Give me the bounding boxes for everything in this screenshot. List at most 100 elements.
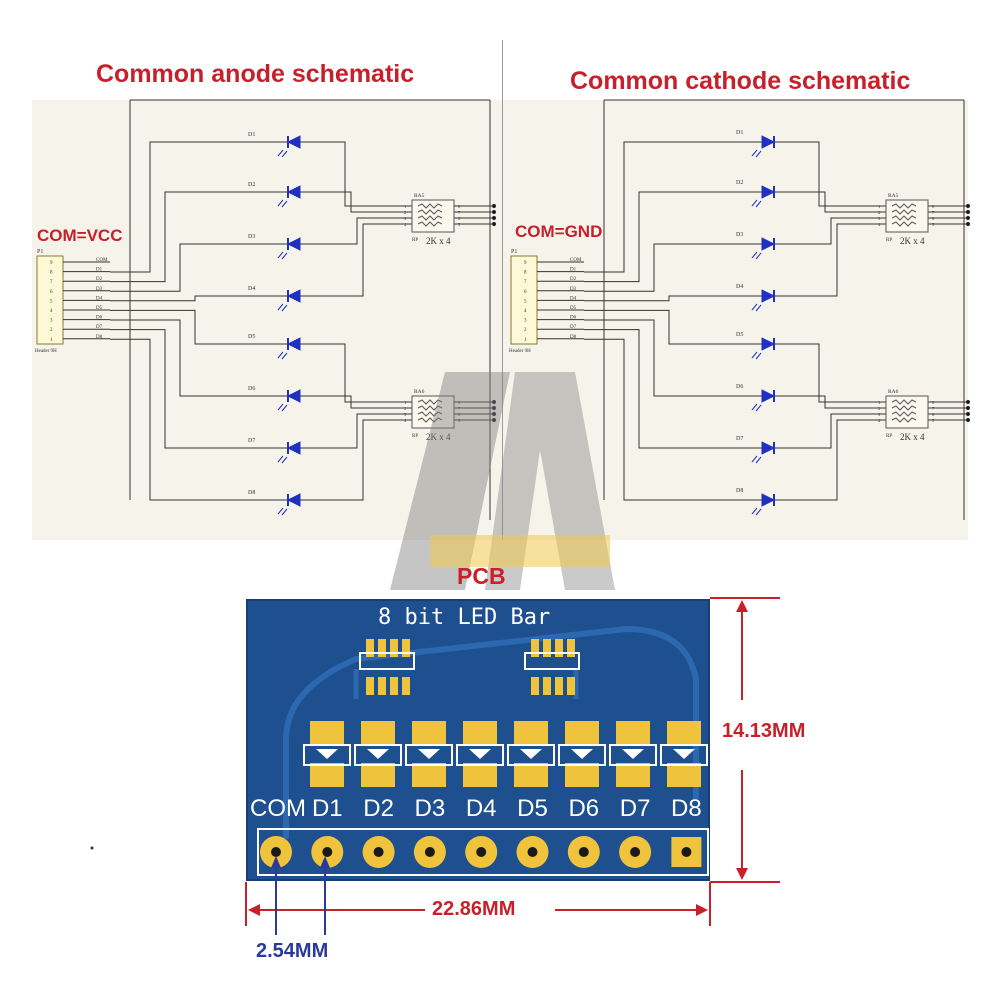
resistor-pin: 5 [458,418,461,423]
led-pad [310,721,344,745]
net-label: D8 [570,335,577,340]
led-arrow [277,149,284,157]
resistor-pin: 8 [458,204,461,209]
resistor-pad [390,639,398,657]
led-pad [565,763,599,787]
pcb-trace [353,669,579,699]
led-ref: D1 [736,130,743,136]
right-schematic-title: Common cathode schematic [570,67,911,95]
header-pin-number: 9 [50,261,53,266]
net-label: COM [96,258,108,263]
header-pin-number: 6 [524,290,527,295]
led-ref: D5 [736,332,743,338]
width-dimension-label: 22.86MM [432,898,516,920]
led-silkscreen [507,744,555,766]
led-diode [761,237,776,251]
header-caption: Header 9H [35,349,57,354]
led-ref: D7 [736,436,743,442]
resistor-prefix: RP [412,434,418,439]
resistor-pad [402,639,410,657]
resistor-pad [366,639,374,657]
header-silkscreen [257,828,709,876]
resistor-prefix: RP [886,238,892,243]
header-ref: P1 [37,249,43,255]
led-silkscreen [609,744,657,766]
led-arrow [751,455,758,463]
resistor-pin: 1 [404,400,406,405]
header-pin-number: 5 [50,299,53,304]
resistor-pin: 3 [878,216,881,221]
resistor-silkscreen [524,652,580,670]
net-label: D1 [96,268,103,273]
net-label: D4 [96,296,103,301]
header-hole [322,847,333,857]
resistor-pin: 3 [404,412,407,417]
led-ref: D8 [736,488,743,494]
led-arrow [751,351,758,359]
resistor-pin: 3 [878,412,881,417]
pin-label-d8: D8 [671,795,702,822]
led-ref: D6 [248,386,255,392]
resistor-pin: 2 [878,210,880,215]
resistor-pin: 1 [878,400,880,405]
led-arrow [751,149,758,157]
pin-label-d1: D1 [311,795,343,822]
led-silkscreen-arrow [367,749,389,759]
header-pin-number: 5 [524,299,527,304]
resistor-network [885,199,929,233]
led-ref: D4 [736,284,743,290]
header-pin-number: 7 [524,280,527,285]
led-silkscreen-arrow [571,749,593,759]
net-label: D2 [96,277,103,282]
led-arrow [751,251,758,259]
led-diode [761,289,776,303]
resistor-pin: 2 [404,406,406,411]
led-ref: D3 [736,232,743,238]
led-diode [286,389,301,403]
header-hole [271,847,281,857]
header-pin-number: 4 [50,309,53,314]
header-hole [630,847,641,857]
header-pin-number: 9 [524,261,527,266]
resistor-pin: 6 [932,412,935,417]
pcb-artwork [257,625,709,876]
led-pad [667,721,701,745]
pin-label-d2: D2 [363,795,394,822]
led-pad [412,763,446,787]
led-ref: D2 [248,182,255,188]
header-pin-number: 2 [524,328,527,333]
resistor-pin: 7 [932,210,935,215]
header-hole [578,847,589,857]
resistor-pin: 7 [932,406,935,411]
net-label: D5 [570,306,577,311]
led-diode [761,185,776,199]
resistor-value: 2K x 4 [426,432,451,442]
led-silkscreen-arrow [418,749,440,759]
resistor-ref: RA5 [414,193,425,199]
led-arrow [277,303,284,311]
resistor-pin: 5 [458,222,461,227]
resistor-pad [531,639,539,657]
header-hole [681,847,692,857]
header-pin-number: 3 [524,319,527,324]
right-com-label: COM=GND [515,222,603,241]
resistor-pin: 4 [404,418,407,423]
led-pad [616,721,650,745]
resistor-prefix: RP [886,434,892,439]
header-pin-number: 8 [50,271,53,276]
left-com-label: COM=VCC [37,226,123,245]
resistor-pin: 6 [932,216,935,221]
left-schematic-title: Common anode schematic [96,60,415,88]
resistor-pad [555,677,563,695]
net-label: D3 [570,287,577,292]
resistor-network [885,395,929,429]
led-pad [361,721,395,745]
net-label: D5 [96,306,103,311]
led-ref: D6 [736,384,743,390]
header-pin-number: 8 [524,271,527,276]
resistor-ref: RA6 [414,389,425,395]
net-label: D2 [570,277,577,282]
resistor-silkscreen [359,652,415,670]
led-silkscreen-arrow [469,749,491,759]
board-title: 8 bit LED Bar [378,605,551,630]
